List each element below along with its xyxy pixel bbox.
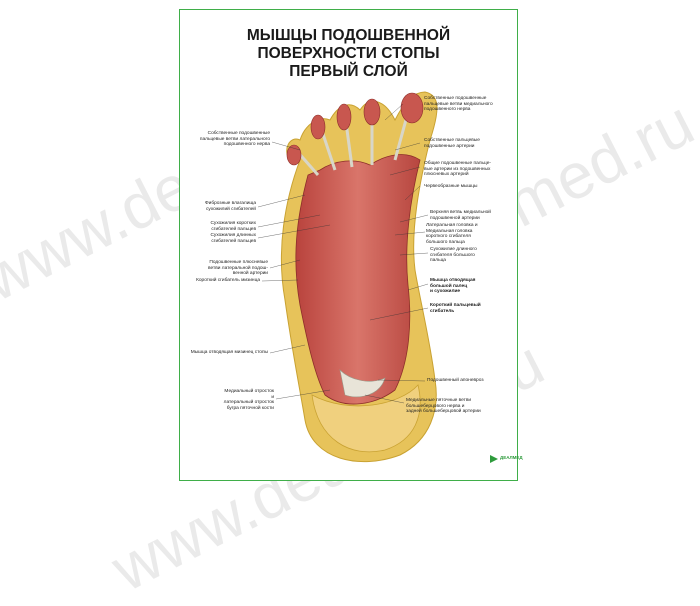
label-calcaneal-processes: Медиальный отросток и латеральный отрост… bbox=[223, 389, 274, 411]
label-common-digital-arteries: Общие подошвенные пальце- вые артерии из… bbox=[424, 161, 492, 178]
logo-text: ДЕАЛМЕД bbox=[500, 455, 523, 460]
label-fibrous-sheaths: Фиброзные влагалища сухожилий сгибателей bbox=[205, 201, 256, 212]
toes bbox=[286, 92, 424, 166]
label-flexor-digiti-minimi: Короткий сгибатель мизинца bbox=[196, 278, 260, 283]
label-medial-plantar-artery-branch: Верхняя ветвь медиальной подошвенной арт… bbox=[430, 210, 491, 221]
plantar-muscles bbox=[295, 154, 421, 405]
label-medial-calcaneal-branches: Медиальные пяточные ветви большеберцовог… bbox=[406, 398, 481, 415]
label-plantar-metatarsal-branches: Подошвенные плюсневые ветви латеральной … bbox=[208, 260, 268, 277]
label-flexor-digitorum-brevis: Короткий пальцевый сгибатель bbox=[430, 303, 481, 314]
label-lumbrical-muscles: Червеобразные мышцы bbox=[424, 184, 478, 189]
plantar-aponeurosis bbox=[339, 369, 386, 398]
poster-title-line-3: ПЕРВЫЙ СЛОЙ bbox=[289, 63, 408, 80]
foot-illustration bbox=[257, 91, 438, 462]
leader-lines bbox=[257, 103, 429, 404]
poster-title-line-1: МЫШЦЫ ПОДОШВЕННОЙ bbox=[246, 27, 451, 44]
poster-title-line-2: ПОВЕРХНОСТИ СТОПЫ bbox=[257, 45, 440, 62]
heel-pad bbox=[311, 384, 421, 453]
label-proper-digital-arteries: Собственные пальцевые подошвенные артери… bbox=[424, 138, 480, 149]
label-flexor-hallucis-longus-tendon: Сухожилие длинного сгибателя большого па… bbox=[430, 247, 477, 264]
label-long-flexor-tendons: Сухожилия длинных сгибателей пальцев bbox=[210, 233, 256, 244]
label-medial-plantar-nerve-branches: Собственные подошвенные пальцевые ветви … bbox=[424, 96, 493, 113]
dealmed-logo-icon bbox=[490, 455, 498, 463]
label-lateral-plantar-nerve-branches: Собственные подошвенные пальцевые ветви … bbox=[199, 131, 270, 148]
label-abductor-hallucis: Мышца отводящая большой палец и сухожили… bbox=[430, 278, 476, 295]
label-abductor-digiti-minimi: Мышца отводящая мизинец стопы bbox=[190, 350, 268, 355]
label-short-flexor-tendons: Сухожилия коротких сгибателей пальцев bbox=[210, 221, 256, 232]
label-flexor-hallucis-brevis-heads: Латеральная головка и Медиальная головка… bbox=[426, 223, 478, 245]
label-plantar-aponeurosis: Подошвенный апоневроз bbox=[427, 378, 484, 383]
